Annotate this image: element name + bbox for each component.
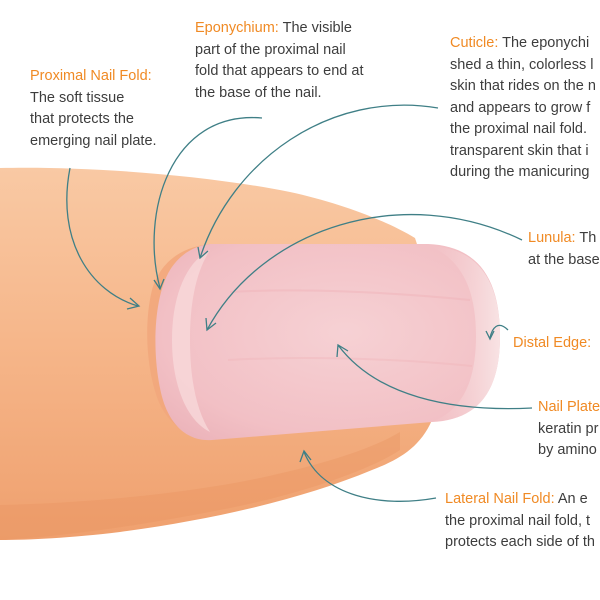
arrowhead-nail-plate — [336, 343, 349, 358]
term-lateral-nail-fold: Lateral Nail Fold: — [445, 491, 555, 507]
term-lunula: Lunula: — [528, 230, 576, 246]
label-proximal-nail-fold: Proximal Nail Fold: The soft tissue that… — [30, 68, 157, 149]
leader-line-cuticle — [199, 104, 439, 259]
arrowhead-distal-edge — [485, 330, 495, 341]
arrowhead-cuticle — [197, 246, 209, 260]
term-eponychium: Eponychium: — [195, 20, 279, 36]
term-proximal-nail-fold: Proximal Nail Fold: — [30, 68, 152, 84]
nail-plate-shape — [155, 244, 500, 441]
leader-line-distal-edge — [489, 324, 509, 339]
arrowhead-lunula — [205, 317, 217, 332]
label-cuticle: Cuticle: The eponychi shed a thin, color… — [450, 35, 596, 180]
term-distal-edge: Distal Edge: — [513, 335, 592, 351]
leader-line-lateral-nail-fold — [303, 451, 437, 502]
label-lunula: Lunula: Th at the base — [528, 230, 600, 268]
arrowhead-proximal-nail-fold — [126, 297, 141, 310]
distal-edge-shape — [430, 246, 500, 422]
arrowhead-lateral-nail-fold — [299, 449, 312, 463]
term-cuticle: Cuticle: — [450, 35, 499, 51]
label-nail-plate: Nail Plate keratin pr by amino — [538, 399, 600, 458]
leader-line-proximal-nail-fold — [66, 167, 139, 307]
term-nail-plate: Nail Plate — [538, 399, 600, 415]
lunula-shape — [172, 250, 210, 432]
leader-line-lunula — [206, 213, 523, 331]
label-distal-edge: Distal Edge: — [513, 333, 591, 355]
label-lateral-nail-fold: Lateral Nail Fold: An e the proximal nai… — [445, 491, 595, 550]
label-eponychium: Eponychium: The visible part of the prox… — [195, 20, 364, 101]
arrowhead-eponychium — [153, 278, 165, 291]
leader-line-nail-plate — [337, 344, 533, 410]
leader-line-eponychium — [153, 117, 263, 289]
